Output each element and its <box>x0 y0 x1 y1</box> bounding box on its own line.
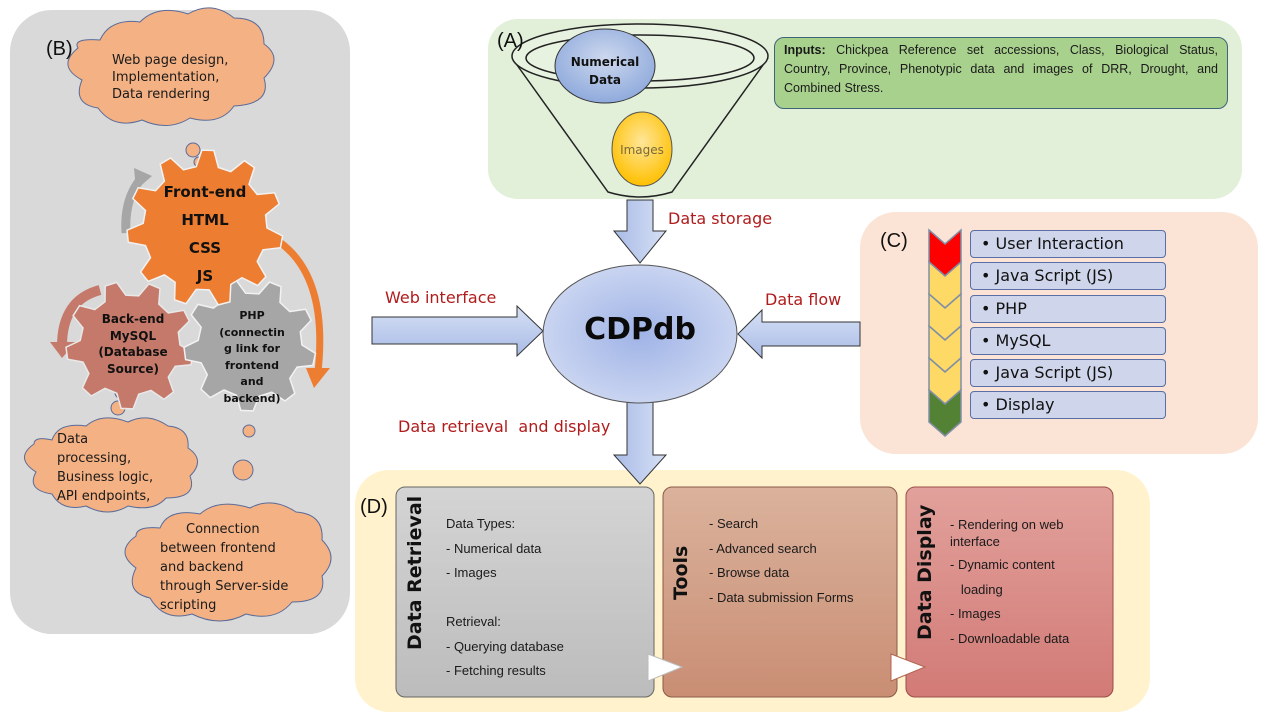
arrow-data-retrieval <box>612 401 668 485</box>
list-item: - Advanced search <box>709 540 817 556</box>
list-item: - Fetching results <box>446 663 546 678</box>
list-item <box>446 586 564 611</box>
label-data-retrieval: Data retrieval and display <box>398 417 611 436</box>
cdpdb-ellipse <box>542 264 738 404</box>
list-item: - Rendering on web <box>950 517 1064 532</box>
list-item: - Browse data <box>709 565 790 580</box>
gear-line: Front-end <box>163 183 247 201</box>
inputs-heading: Inputs: <box>784 43 826 57</box>
list-item: - Images <box>446 565 497 580</box>
card-data-display-list: - Rendering on web interface - Dynamic c… <box>950 512 1069 651</box>
gear-line: and <box>240 375 264 388</box>
list-item: - Querying database <box>446 638 564 654</box>
frontend-gear-icon <box>126 149 284 306</box>
card-data-display-title: Data Display <box>914 504 936 640</box>
card-tools-title: Tools <box>670 545 692 600</box>
inputs-box: Inputs: Chickpea Reference set accession… <box>774 37 1228 109</box>
php-gear-icon <box>183 279 317 412</box>
php-gear-text: PHP (connectin g link for frontend and b… <box>212 308 292 407</box>
gear-line: Back-end <box>101 312 165 326</box>
panel-b-label: (B) <box>46 38 73 60</box>
chevron-step-6 <box>928 388 962 437</box>
cloud-php <box>124 424 332 622</box>
panel-a-label: (A) <box>497 30 524 52</box>
cloud-line: Data rendering <box>112 87 211 102</box>
cloud-line: Implementation, <box>112 70 220 85</box>
cloud-line: through Server-side <box>160 579 289 594</box>
card-tools-list: - Search - Advanced search - Browse data… <box>709 512 853 610</box>
flow-chevrons <box>928 228 962 437</box>
gear-line: Source) <box>106 361 160 376</box>
step-display: Display <box>970 391 1166 419</box>
list-item: Retrieval: <box>446 614 501 629</box>
cloud-frontend-text: Web page design, Implementation, Data re… <box>112 52 228 103</box>
connector-arrow-2 <box>890 653 927 682</box>
funnel <box>511 23 769 198</box>
card-data-display-bg <box>905 486 1114 698</box>
arrow-data-storage <box>612 199 668 264</box>
cloud-line: and backend <box>160 560 244 575</box>
gear-line: HTML <box>181 211 229 229</box>
label-data-storage: Data storage <box>668 209 773 228</box>
cloud-line: between frontend <box>160 541 276 556</box>
inputs-text: Chickpea Reference set accessions, Class… <box>784 43 1218 95</box>
card-data-retrieval-bg <box>395 486 655 698</box>
cloud-php-text: Connection between frontend and backend … <box>160 520 288 615</box>
list-item: - Data submission Forms <box>709 589 854 605</box>
card-data-retrieval-title: Data Retrieval <box>404 495 426 650</box>
gear-line: CSS <box>188 239 222 257</box>
panel-d-label: (D) <box>360 496 388 518</box>
funnel-numerical-data-label: Numerical Data <box>570 55 640 87</box>
brown-curved-arrow <box>57 285 102 347</box>
gear-line: (Database <box>98 345 168 359</box>
cloud-line: Data <box>57 432 89 447</box>
cloud-line: Web page design, <box>112 53 229 68</box>
gear-line: MySQL <box>109 328 157 343</box>
funnel-images-label: Images <box>620 143 664 157</box>
gear-line: frontend <box>224 358 280 372</box>
gear-line: (connectin <box>219 325 285 339</box>
step-php: PHP <box>970 295 1166 323</box>
connector-arrow-1 <box>647 653 684 682</box>
backend-gear-icon <box>65 281 195 410</box>
numerical-data-ellipse <box>554 28 656 104</box>
gear-line: PHP <box>239 309 265 322</box>
cloud-backend-text: Data processing, Business logic, API end… <box>57 430 153 506</box>
gear-line: backend) <box>223 391 281 405</box>
list-item: - Downloadable data <box>950 630 1070 646</box>
list-item: Data Types: <box>446 516 516 531</box>
images-ellipse <box>611 111 673 187</box>
label-web-interface: Web interface <box>385 288 497 307</box>
list-item: - Images <box>950 606 1001 621</box>
card-tools-bg <box>662 486 898 698</box>
list-item: interface <box>950 534 1000 549</box>
cloud-line: Business logic, <box>57 470 154 485</box>
list-item: loading <box>950 581 1003 597</box>
arrow-data-flow <box>737 308 861 360</box>
list-item: - Dynamic content <box>950 557 1055 572</box>
panel-c-label: (C) <box>880 230 908 252</box>
step-user-interaction: User Interaction <box>970 230 1166 258</box>
step-javascript-1: Java Script (JS) <box>970 262 1166 290</box>
cloud-line: processing, <box>57 451 132 466</box>
cdpdb-title: CDPdb <box>584 312 696 347</box>
label-data-flow: Data flow <box>765 290 842 309</box>
list-item: - Search <box>709 516 759 531</box>
backend-gear-text: Back-end MySQL (Database Source) <box>90 311 176 377</box>
cloud-line: Connection <box>186 522 260 537</box>
cloud-line: API endpoints, <box>57 489 151 504</box>
step-javascript-2: Java Script (JS) <box>970 359 1166 387</box>
list-item: - Numerical data <box>446 540 542 556</box>
frontend-gear-text: Front-end HTML CSS JS <box>150 178 260 290</box>
arrow-web-interface <box>371 304 544 358</box>
gear-line: g link for <box>224 342 280 355</box>
gear-line: JS <box>196 267 214 285</box>
card-data-retrieval-list: Data Types: - Numerical data - Images Re… <box>446 512 564 684</box>
cloud-line: scripting <box>160 598 217 613</box>
step-mysql: MySQL <box>970 327 1166 355</box>
